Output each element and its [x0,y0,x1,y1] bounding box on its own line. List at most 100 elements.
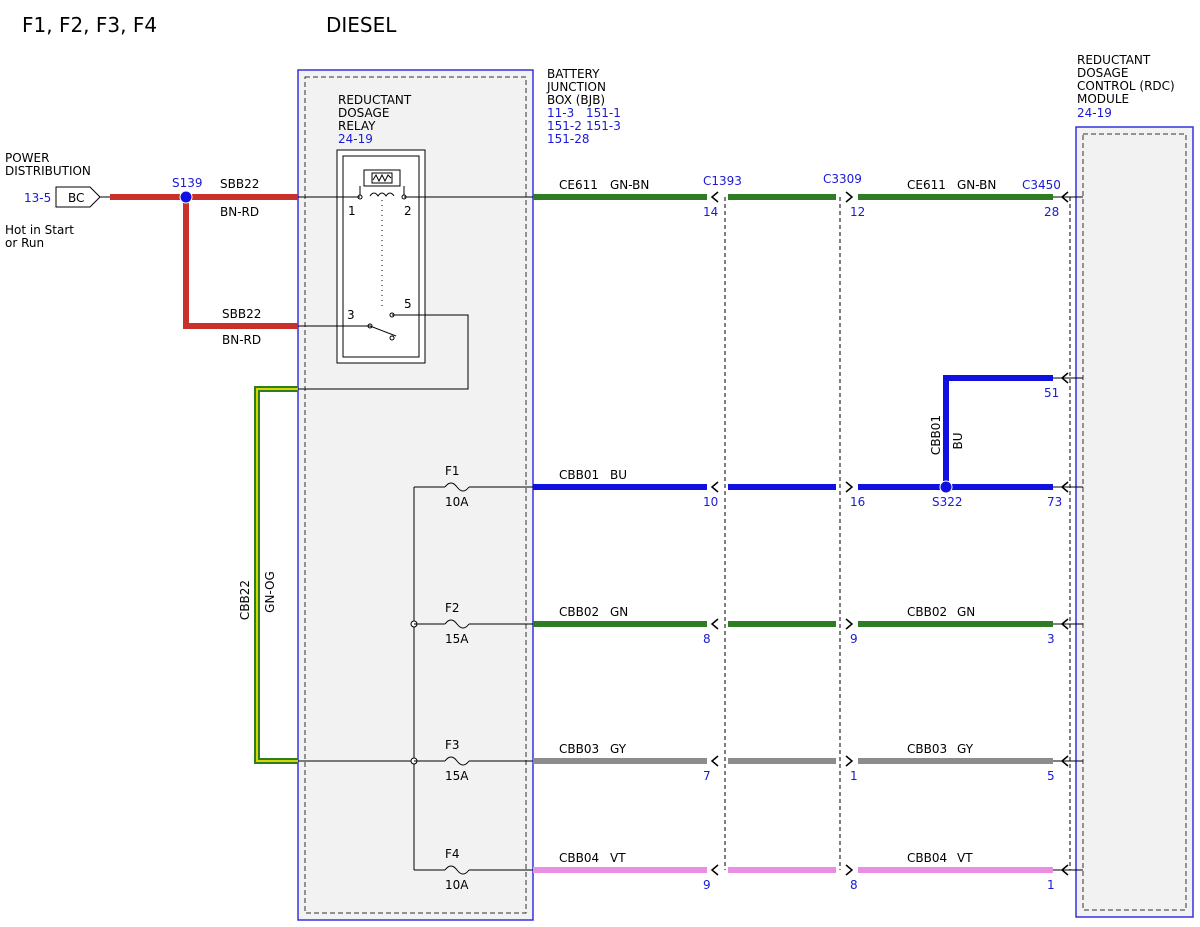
pin-c3450: 1 [1047,878,1055,892]
fuse-rating: 15A [445,632,469,646]
power-note-1: Hot in Start [5,223,74,237]
wire-circuit-right: CBB02 [907,605,947,619]
svg-text:151-2: 151-2 [547,119,582,133]
wire-color: BU [610,468,627,482]
svg-text:JUNCTION: JUNCTION [546,80,606,94]
pin-c3450: 73 [1047,495,1062,509]
svg-text:151-1: 151-1 [586,106,621,120]
pin-c1393: 8 [703,632,711,646]
relay-pin-1: 1 [348,204,356,218]
svg-text:CONTROL (RDC): CONTROL (RDC) [1077,79,1175,93]
pin-c3309: 9 [850,632,858,646]
sbb22-top-color: BN-RD [220,205,259,219]
fuse-rating: 15A [445,769,469,783]
wire-color: VT [610,851,626,865]
relay-label-3: RELAY [338,119,376,133]
relay-pin-2: 2 [404,204,412,218]
rdc-module-box [1075,126,1194,918]
svg-text:MODULE: MODULE [1077,92,1129,106]
cbb01-branch-color: BU [951,432,965,449]
wire-ce611 [533,191,1083,203]
cbb01-branch-circuit: CBB01 [929,415,943,455]
power-label-2: DISTRIBUTION [5,164,91,178]
pin-c1393: 9 [703,878,711,892]
wire-circuit-right: CBB04 [907,851,947,865]
ce611-circuit-right: CE611 [907,178,946,192]
bjb-internal-wiring [298,196,533,870]
cbb22-circuit: CBB22 [238,580,252,620]
fuse-row-f3 [414,755,1083,767]
splice-s139-label: S139 [172,176,203,190]
wire-circuit-right: CBB03 [907,742,947,756]
svg-text:151-3: 151-3 [586,119,621,133]
fuse-name: F3 [445,738,460,752]
pin-c3450: 3 [1047,632,1055,646]
c3309-label: C3309 [823,172,862,186]
svg-text:DOSAGE: DOSAGE [1077,66,1128,80]
sbb22-top-circuit: SBB22 [220,177,259,191]
fuse-rating: 10A [445,495,469,509]
sbb22-bottom-color: BN-RD [222,333,261,347]
fuse-row-f1 [414,481,1083,493]
svg-text:BOX (BJB): BOX (BJB) [547,93,605,107]
svg-text:11-3: 11-3 [547,106,574,120]
power-note-2: or Run [5,236,44,250]
c1393-label: C1393 [703,174,742,188]
wire-circuit: CBB01 [559,468,599,482]
fuse-row-f4 [414,864,1083,876]
power-ref: 13-5 [24,191,51,205]
wire-circuit: CBB02 [559,605,599,619]
svg-text:24-19: 24-19 [1077,106,1112,120]
wire-cbb22 [254,386,298,764]
ce611-circuit: CE611 [559,178,598,192]
relay-label-1: REDUCTANT [338,93,412,107]
wire-circuit: CBB03 [559,742,599,756]
fuse-name: F1 [445,464,460,478]
rdc-label: REDUCTANT DOSAGE CONTROL (RDC) MODULE 24… [1077,53,1175,120]
pin-c1393: 7 [703,769,711,783]
cbb01-branch-pin: 51 [1044,386,1059,400]
wire-color-right: GY [957,742,974,756]
cbb22-color: GN-OG [263,571,277,613]
relay-pin-3: 3 [347,308,355,322]
ce611-pin-c3450: 28 [1044,205,1059,219]
ce611-color: GN-BN [610,178,649,192]
relay-pin-5: 5 [404,297,412,311]
fuse-row-f2 [414,618,1083,630]
splice-s322-label: S322 [932,495,963,509]
ce611-pin-c1393: 14 [703,205,718,219]
pin-c3309: 1 [850,769,858,783]
fuse-name: F2 [445,601,460,615]
pin-c1393: 10 [703,495,718,509]
wire-color: GN [610,605,628,619]
svg-text:BATTERY: BATTERY [547,67,600,81]
page-title-fuses: F1, F2, F3, F4 [22,13,157,37]
ce611-pin-c3309: 12 [850,205,865,219]
c3450-label: C3450 [1022,178,1061,192]
relay-ref: 24-19 [338,132,373,146]
wire-color-right: VT [957,851,973,865]
page-title-variant: DIESEL [326,13,397,37]
pin-c3309: 16 [850,495,865,509]
wire-circuit: CBB04 [559,851,599,865]
wire-color: GY [610,742,627,756]
power-label-1: POWER [5,151,49,165]
pin-c3450: 5 [1047,769,1055,783]
sbb22-bottom-circuit: SBB22 [222,307,261,321]
reductant-dosage-relay: REDUCTANT DOSAGE RELAY 24-19 [336,93,426,364]
wire-color-right: GN [957,605,975,619]
wire-sbb22 [100,190,298,329]
svg-text:151-28: 151-28 [547,132,590,146]
pin-c3309: 8 [850,878,858,892]
bc-connector-label: BC [68,191,84,205]
fuse-name: F4 [445,847,460,861]
svg-text:REDUCTANT: REDUCTANT [1077,53,1151,67]
ce611-color-right: GN-BN [957,178,996,192]
fuse-rating: 10A [445,878,469,892]
splice-s322 [939,480,953,494]
bjb-label: BATTERY JUNCTION BOX (BJB) 11-3 151-1 15… [546,67,621,146]
power-distribution: POWER DISTRIBUTION 13-5 BC Hot in Start … [5,151,101,250]
relay-label-2: DOSAGE [338,106,389,120]
